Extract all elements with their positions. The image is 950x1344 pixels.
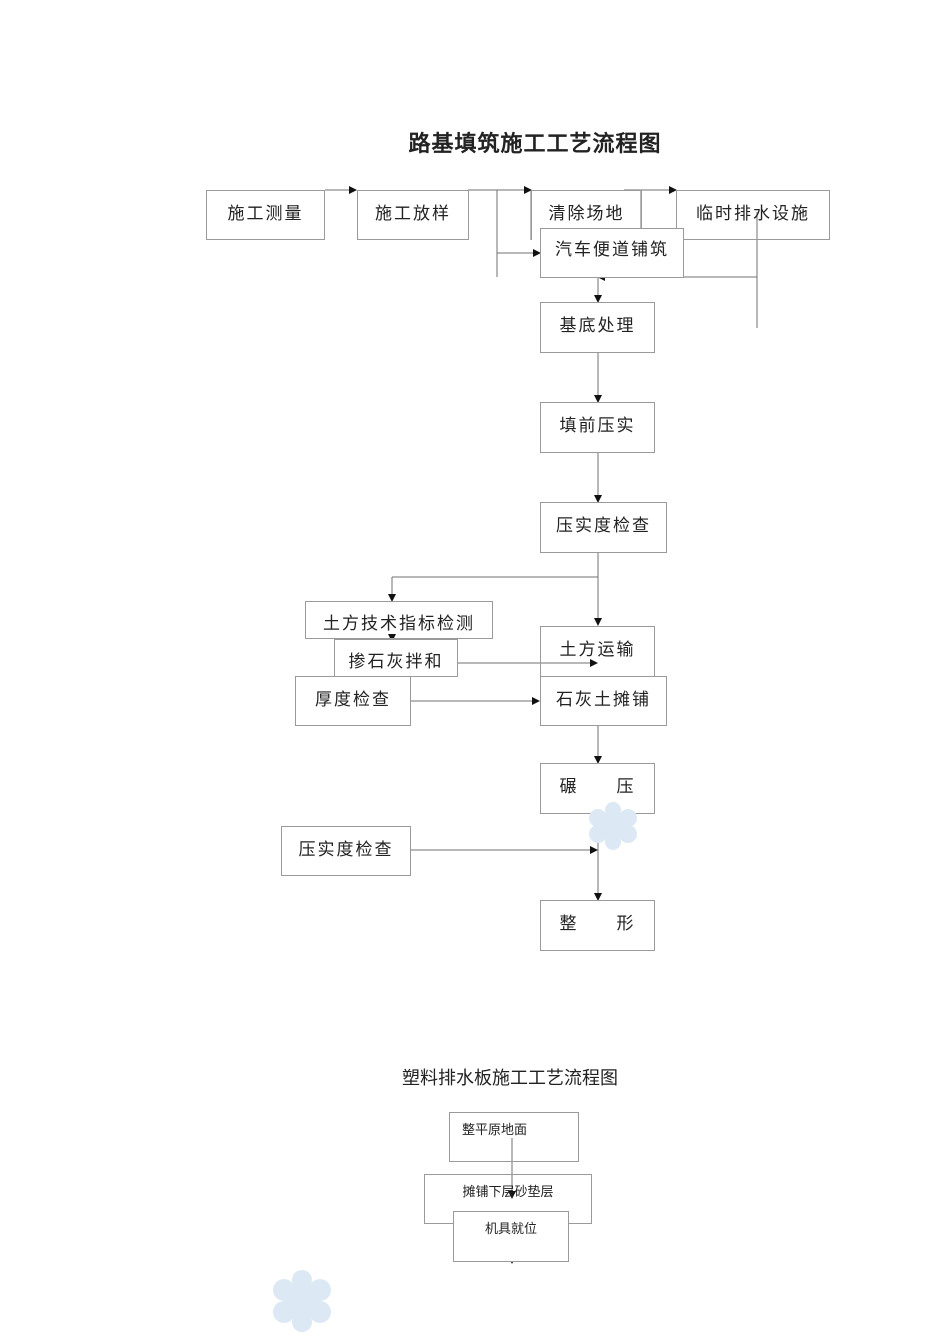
node-clearing: 清除场地 [531, 190, 642, 240]
node-staking: 施工放样 [357, 190, 469, 240]
node-compaction-check: 压实度检查 [540, 502, 667, 553]
node-lime-soil-spreading: 石灰土摊铺 [540, 676, 667, 726]
node-pre-compaction: 填前压实 [540, 402, 655, 453]
node-machine-position: 机具就位 [453, 1211, 569, 1262]
node-base-treatment: 基底处理 [540, 302, 655, 353]
node-soil-index-test: 土方技术指标检测 [305, 601, 493, 639]
diagram1-title: 路基填筑施工工艺流程图 [408, 132, 662, 157]
node-shaping: 整 形 [540, 900, 655, 951]
node-compaction-check-2: 压实度检查 [281, 826, 411, 876]
snowflake-watermark-icon [589, 802, 637, 850]
node-soil-transport: 土方运输 [540, 626, 655, 677]
node-drainage: 临时排水设施 [676, 190, 830, 240]
node-leveling: 整平原地面 [449, 1112, 579, 1162]
node-access-road: 汽车便道铺筑 [540, 228, 684, 278]
snowflake-watermark-icon [273, 1270, 331, 1332]
node-lime-mixing: 掺石灰拌和 [334, 639, 458, 677]
node-thickness-check: 厚度检查 [295, 676, 411, 726]
diagram2-title: 塑料排水板施工工艺流程图 [402, 1068, 618, 1089]
node-survey: 施工测量 [206, 190, 325, 240]
